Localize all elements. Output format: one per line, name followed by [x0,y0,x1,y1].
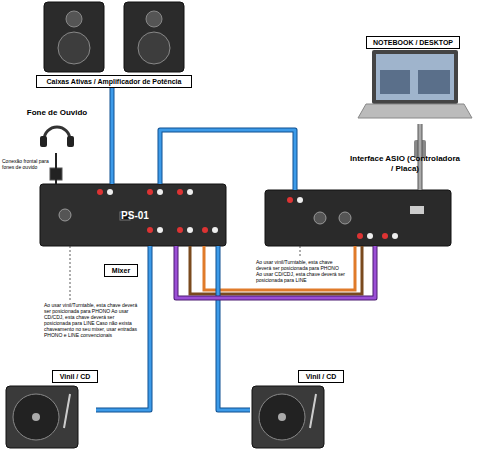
node-label: Interface ASIO (Controladora / Placa) [350,154,460,174]
turntable-body [252,386,324,448]
interface-body [265,190,451,246]
brand-label: PS-01 [110,210,160,222]
rca-jack [107,189,113,195]
switch-note: Ao usar vinil/Turntable, esta chave deve… [44,302,142,338]
headphone-band [44,127,70,140]
turntable-spindle [32,413,40,421]
asio-interface: Interface ASIO (Controladora / Placa) [265,190,451,246]
laptop-display-part [380,70,410,94]
mixer: MixerPS-01 [40,184,226,246]
node-label: Vinil / CD [52,370,98,383]
rca-jack [187,227,193,233]
laptop-display [376,54,454,100]
speaker-group: Caixas Ativas / Amplificador de Potência [36,0,192,88]
leader-line [300,246,301,258]
cable-stroke [176,246,375,298]
usb-port [410,206,424,214]
cable [176,246,375,298]
mixer-device [40,184,226,246]
cable-stroke [160,130,295,190]
rca-jack [202,227,208,233]
rca-jack [287,197,293,203]
computer: NOTEBOOK / DESKTOP [362,36,464,124]
speaker-body [44,2,104,72]
headphones [40,127,74,147]
cable-stroke [111,88,114,184]
rca-jack [177,189,183,195]
headphones: Fone de Ouvido [26,108,88,153]
speaker [44,2,104,72]
interface-device [265,190,451,246]
rca-jack [157,227,163,233]
cable-stroke [55,153,57,184]
orange-cable [204,246,355,290]
speaker-tweeter [66,11,82,27]
rca-jack [382,233,388,239]
turntable-platter [13,394,59,440]
turntable-cd: Vinil / CD [250,370,342,452]
mixer-body [40,184,226,246]
interface-knob [339,212,351,224]
cable-stroke [160,130,295,190]
tonearm [64,394,70,428]
mixer-knob [59,209,71,221]
laptop [358,50,472,118]
node-label: Caixas Ativas / Amplificador de Potência [36,75,192,88]
rca-jack [147,227,153,233]
leader-line [70,246,71,300]
speaker-woofer [58,32,90,64]
turntable-platter [259,394,305,440]
rca-jack [97,189,103,195]
cable [56,153,57,184]
laptop-display-part [418,70,450,94]
rca-jack [357,233,363,239]
connection-note: Conexão frontal para fones de ouvido [2,158,52,170]
turntable-cd: Vinil / CD [4,370,96,452]
speaker-woofer [138,32,170,64]
node-label: NOTEBOOK / DESKTOP [366,36,460,49]
cable-stroke [218,246,250,410]
cable-stroke [176,246,375,298]
cable [218,246,250,410]
node-label: Mixer [104,264,138,277]
turntable-body [6,386,78,448]
rca-jack [392,233,398,239]
cable-stroke [110,88,115,184]
headphone-cup [40,136,47,147]
laptop-base [358,104,472,118]
turntable [252,386,324,448]
turntable-spindle [278,413,286,421]
turntable [6,386,78,448]
rca-jack [157,189,163,195]
switch-note: Ao usar vinil/Turntable, esta chave deve… [256,259,346,283]
speaker-body [124,2,184,72]
rca-jack [177,227,183,233]
interface-knob [314,212,326,224]
speaker [124,2,184,72]
rca-jack [367,233,373,239]
tonearm [310,394,316,428]
node-label: Fone de Ouvido [26,108,88,118]
rca-jack [187,189,193,195]
cable [160,130,295,190]
node-label: Vinil / CD [298,370,344,383]
cable-stroke [218,246,250,410]
cable [112,88,113,184]
rca-jack [147,189,153,195]
laptop-screen [372,50,458,104]
speaker-tweeter [146,11,162,27]
rca-jack [212,227,218,233]
rca-jack [297,197,303,203]
headphone-cup [67,136,74,147]
